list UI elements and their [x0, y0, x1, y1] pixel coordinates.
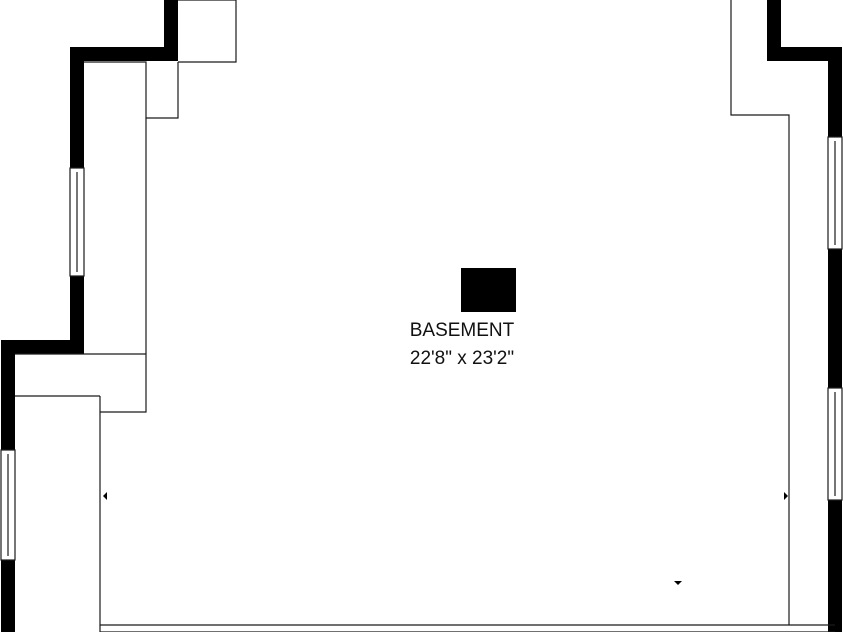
windows: [0, 136, 843, 561]
right-exterior-wall: [767, 0, 842, 632]
window-left-upper: [69, 167, 85, 277]
room-dimensions: 22'8" x 23'2": [410, 348, 514, 369]
support-column: [461, 268, 516, 312]
dimension-markers: [103, 492, 788, 585]
lower-left-ledge: [15, 353, 147, 413]
bottom-dimension-arrow: [674, 581, 682, 585]
interior-lines: [15, 0, 835, 632]
left-dimension-arrow: [103, 492, 107, 500]
top-left-cabinet: [178, 0, 237, 63]
window-right-upper: [827, 136, 843, 250]
room-name: BASEMENT: [410, 320, 515, 341]
window-right-lower: [827, 387, 843, 501]
window-left-lower: [0, 449, 16, 561]
top-right-block: [730, 0, 790, 625]
top-left-step: [84, 61, 179, 119]
right-dimension-arrow: [784, 492, 788, 500]
